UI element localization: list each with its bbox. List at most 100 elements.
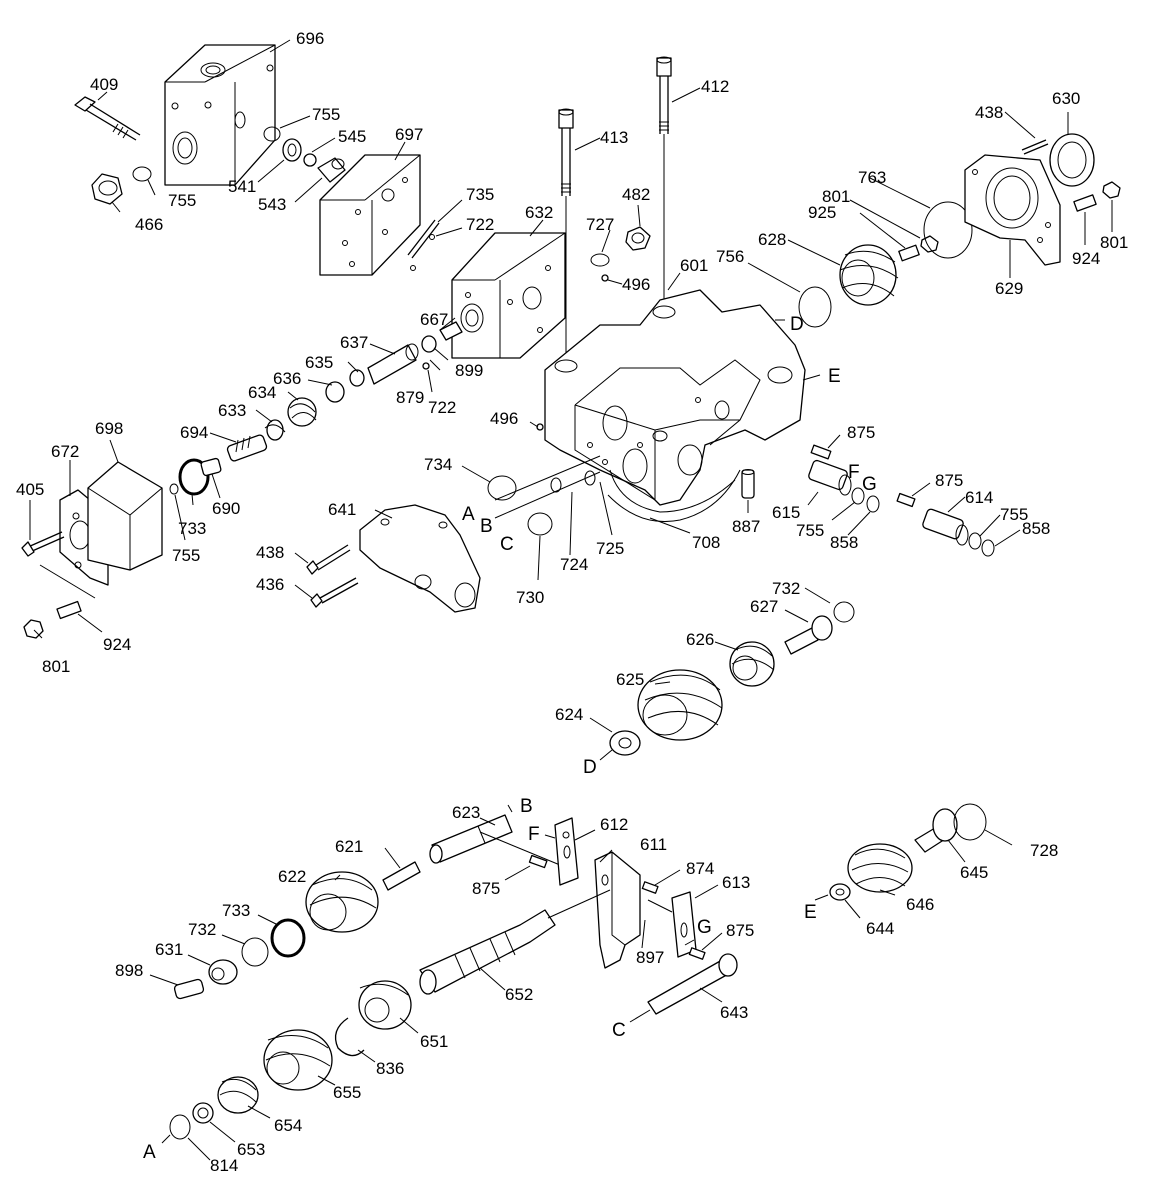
callout-543: 543 [258, 195, 286, 214]
o-ring-756 [798, 286, 832, 328]
callout-409: 409 [90, 75, 118, 94]
o-ring-755-f [851, 487, 865, 505]
callout-755: 755 [168, 191, 196, 210]
letter-c-bottom: C [612, 1020, 626, 1041]
cover-641 [359, 504, 481, 613]
sleeve-631 [208, 959, 238, 985]
callout-405: 405 [16, 480, 44, 499]
bolt-412 [656, 56, 672, 308]
axis-a [494, 455, 601, 501]
bolt-438-left [306, 544, 351, 575]
callout-630: 630 [1052, 89, 1080, 108]
leader-lines [29, 39, 1113, 1161]
seat-636 [325, 381, 345, 403]
callout-637: 637 [340, 333, 368, 352]
letter-b-top: B [480, 516, 493, 537]
bolt-436 [310, 577, 359, 608]
pin-875-bottom [688, 947, 706, 960]
callout-801: 801 [42, 657, 70, 676]
callout-496: 496 [490, 409, 518, 428]
callout-698: 698 [95, 419, 123, 438]
spring-622 [305, 871, 379, 933]
o-ring-755-side [169, 483, 179, 495]
callout-724: 724 [560, 555, 588, 574]
o-ring-733-top [178, 458, 210, 496]
callout-755: 755 [796, 521, 824, 540]
letter-g-top: G [862, 474, 877, 495]
ring-899 [421, 335, 437, 353]
callout-412: 412 [701, 77, 729, 96]
callout-644: 644 [866, 919, 894, 938]
callout-875: 875 [847, 423, 875, 442]
seat-644 [829, 883, 851, 901]
callout-654: 654 [274, 1116, 302, 1135]
main-body-601 [544, 289, 806, 513]
callout-545: 545 [338, 127, 366, 146]
callout-887: 887 [732, 517, 760, 536]
o-ring-725 [584, 470, 596, 486]
spring-628 [839, 244, 899, 306]
o-ring-755-left [132, 166, 152, 182]
callout-623: 623 [452, 803, 480, 822]
callout-734: 734 [424, 455, 452, 474]
plug-482 [625, 226, 651, 251]
ball-545 [303, 153, 317, 167]
o-ring-733-bottom [270, 918, 306, 958]
o-ring-724 [550, 477, 562, 493]
callout-722: 722 [466, 215, 494, 234]
pin-621 [382, 861, 421, 891]
pin-875-lever [528, 854, 548, 869]
pin-875-right [896, 492, 916, 508]
axis-b [494, 471, 601, 519]
flange-708 [607, 469, 741, 523]
pin-496-side [536, 423, 544, 431]
callout-755: 755 [312, 105, 340, 124]
callout-631: 631 [155, 940, 183, 959]
spring-626 [729, 641, 775, 687]
ring-836 [334, 1017, 365, 1057]
callout-651: 651 [420, 1032, 448, 1051]
pin-875-top [810, 444, 832, 460]
callout-708: 708 [692, 533, 720, 552]
callout-924: 924 [103, 635, 131, 654]
stud-924-top [1073, 194, 1097, 212]
callout-625: 625 [616, 670, 644, 689]
seat-653 [192, 1102, 214, 1124]
callout-643: 643 [720, 1003, 748, 1022]
callout-875: 875 [472, 879, 500, 898]
nut-801-left [23, 619, 44, 639]
pin-722-hole [410, 265, 416, 271]
callout-614: 614 [965, 488, 993, 507]
callout-732: 732 [772, 579, 800, 598]
plunger-645 [914, 808, 958, 853]
o-ring-858-g [981, 539, 995, 557]
pin-722-top [429, 234, 435, 240]
axis-897 [647, 899, 673, 913]
callout-624: 624 [555, 705, 583, 724]
callout-722: 722 [428, 398, 456, 417]
plate-697 [319, 154, 421, 276]
pin-735 [407, 219, 440, 259]
o-ring-755-g [968, 532, 982, 550]
block-698 [87, 461, 163, 571]
callout-897: 897 [636, 948, 664, 967]
spring-654 [217, 1076, 259, 1114]
callout-653: 653 [237, 1140, 265, 1159]
letter-a-bottom: A [143, 1142, 156, 1163]
callout-632: 632 [525, 203, 553, 222]
bolt-413 [558, 108, 574, 355]
o-ring-732-bottom [241, 937, 269, 967]
lever-612 [554, 817, 579, 886]
bolt-405 [21, 531, 65, 557]
callout-755: 755 [172, 546, 200, 565]
callout-733: 733 [222, 901, 250, 920]
o-ring-755-top [263, 126, 281, 142]
callout-697: 697 [395, 125, 423, 144]
o-ring-734 [487, 475, 517, 501]
callout-924: 924 [1072, 249, 1100, 268]
callout-655: 655 [333, 1083, 361, 1102]
callout-755: 755 [1000, 505, 1028, 524]
callout-635: 635 [305, 353, 333, 372]
callout-627: 627 [750, 597, 778, 616]
